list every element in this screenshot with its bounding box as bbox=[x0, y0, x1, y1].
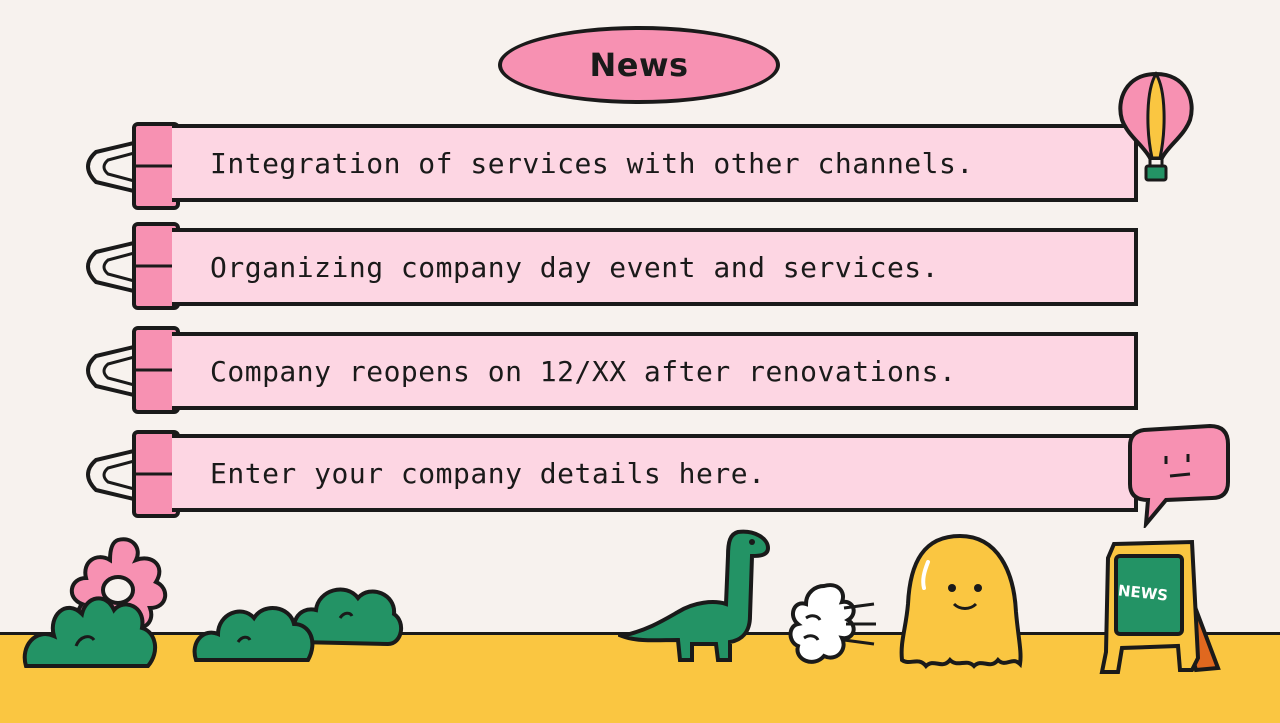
news-item: Organizing company day event and service… bbox=[172, 228, 1138, 306]
bushes-icon bbox=[192, 587, 404, 662]
flower-plant-icon bbox=[22, 537, 167, 668]
hot-air-balloon-icon bbox=[1118, 71, 1194, 182]
ghost-character-icon bbox=[899, 533, 1023, 669]
page-title: News bbox=[589, 46, 689, 84]
cloud-puff-icon bbox=[788, 583, 876, 664]
dinosaur-icon bbox=[618, 529, 771, 662]
news-item: Integration of services with other chann… bbox=[172, 124, 1138, 202]
news-item-text: Company reopens on 12/XX after renovatio… bbox=[210, 354, 957, 388]
news-item-text: Enter your company details here. bbox=[210, 456, 766, 490]
binder-clip-icon bbox=[86, 326, 180, 414]
binder-clip-icon bbox=[86, 122, 180, 210]
news-item: Enter your company details here. bbox=[172, 434, 1138, 512]
news-sign-icon bbox=[1099, 539, 1221, 674]
binder-clip-icon bbox=[86, 430, 180, 518]
title-pill: News bbox=[498, 26, 780, 104]
news-item-text: Integration of services with other chann… bbox=[210, 146, 974, 180]
speech-bubble-icon bbox=[1128, 423, 1230, 528]
news-item-text: Organizing company day event and service… bbox=[210, 250, 940, 284]
news-item: Company reopens on 12/XX after renovatio… bbox=[172, 332, 1138, 410]
